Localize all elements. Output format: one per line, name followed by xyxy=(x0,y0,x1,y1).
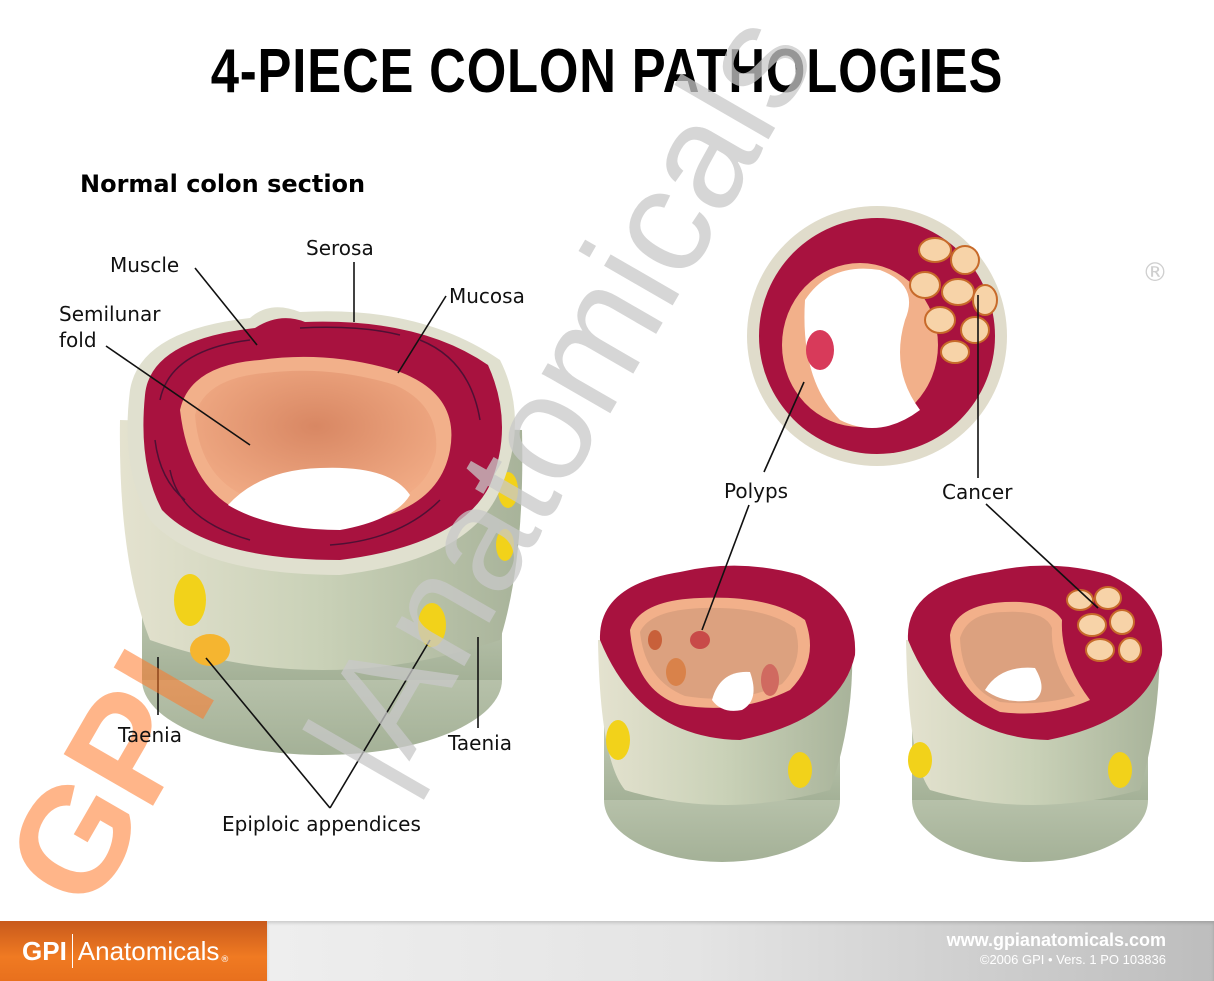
leader-lines xyxy=(105,262,1099,809)
label-taenia-left: Taenia xyxy=(118,723,182,747)
registered-icon: ® xyxy=(220,955,230,965)
copyright-text: ©2006 GPI • Vers. 1 PO 103836 xyxy=(979,952,1166,967)
label-epiploic-appendices: Epiploic appendices xyxy=(222,812,421,836)
normal-colon-model xyxy=(119,307,523,755)
label-taenia-right: Taenia xyxy=(448,731,512,755)
label-semilunar-fold-line2: fold xyxy=(59,328,97,352)
pathology-polyps-model xyxy=(598,565,856,862)
watermark-registered-icon: ® xyxy=(1142,258,1168,288)
footer-site-info: www.gpianatomicals.com ©2006 GPI • Vers.… xyxy=(947,930,1166,967)
page-title: 4-PIECE COLON PATHOLOGIES xyxy=(210,37,1004,106)
label-semilunar-fold-line1: Semilunar xyxy=(59,302,161,326)
label-muscle: Muscle xyxy=(110,253,180,277)
section-subtitle: Normal colon section xyxy=(80,170,366,198)
label-polyps: Polyps xyxy=(724,479,789,503)
brand-name: Anatomicals xyxy=(77,935,220,966)
brand-gpi: GPI xyxy=(22,935,67,966)
footer-bar xyxy=(267,921,1214,981)
label-cancer: Cancer xyxy=(942,480,1013,504)
footer-brand-logo: GPI Anatomicals ® xyxy=(0,921,267,981)
label-mucosa: Mucosa xyxy=(449,284,525,308)
pathology-cancer-model xyxy=(906,565,1163,862)
website-link[interactable]: www.gpianatomicals.com xyxy=(946,930,1166,950)
pathology-top-view-model xyxy=(747,206,1007,466)
label-serosa: Serosa xyxy=(306,236,374,260)
brand-separator xyxy=(71,934,73,968)
